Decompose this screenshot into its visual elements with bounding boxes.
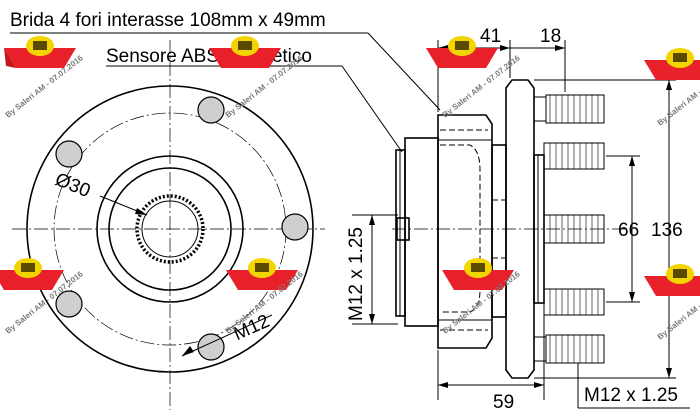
watermark-logo: [4, 36, 76, 68]
dimension-136: 136: [651, 220, 683, 241]
wheel-flange: [505, 79, 535, 379]
watermark-logo: [226, 258, 298, 290]
hub-pilot-outer: [96, 155, 244, 303]
bolt-hole: [55, 140, 83, 168]
dimension-thread-bottom: M12 x 1.25: [584, 385, 678, 406]
label-flange-spec: Brida 4 fori interasse 108mm x 49mm: [10, 10, 326, 31]
label-abs-sensor: Sensore ABS magnetico: [106, 46, 312, 67]
mounting-flange: [437, 114, 493, 349]
bolt-hole: [197, 333, 225, 361]
sensor-slot: [396, 217, 410, 241]
watermark-logo: [644, 264, 700, 296]
wheel-stud: [543, 142, 605, 170]
bolt-hole: [55, 290, 83, 318]
dimension-66: 66: [618, 220, 639, 241]
flange-outline: [26, 85, 314, 373]
wheel-stud: [543, 214, 605, 244]
splined-bore: [135, 194, 205, 264]
hub-pilot-inner: [108, 167, 232, 291]
dimension-41: 41: [480, 26, 501, 47]
wheel-stud: [543, 288, 605, 316]
dimension-59: 59: [493, 392, 514, 413]
bearing-housing: [404, 137, 439, 327]
wheel-stud: [533, 334, 605, 364]
watermark-logo: [426, 36, 498, 68]
watermark-logo: [209, 36, 281, 68]
dimension-lines: [352, 40, 690, 409]
bolt-hole: [281, 213, 309, 241]
watermark-logo: [0, 258, 64, 290]
bolt-hole: [197, 96, 225, 124]
dimension-thread-side: M12 x 1.25: [346, 227, 367, 321]
front-view: Ø30 M12: [12, 40, 325, 410]
side-view: [392, 79, 625, 379]
watermark-logo: [442, 258, 514, 290]
watermark-logo: [644, 48, 700, 80]
wheel-stud: [533, 94, 605, 124]
dimension-18: 18: [540, 26, 561, 47]
